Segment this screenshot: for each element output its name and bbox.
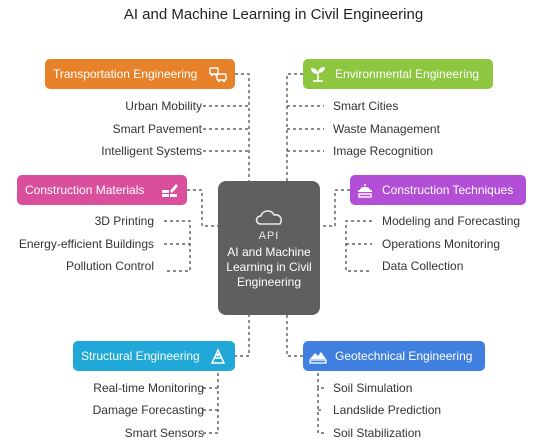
topic-environmental-engineering: Environmental Engineering (303, 59, 493, 89)
topic-geotechnical-engineering: Geotechnical Engineering (303, 341, 485, 371)
structure-icon (209, 347, 227, 365)
list-item: Damage Forecasting (92, 403, 204, 417)
central-topic: API AI and Machine Learning in Civil Eng… (218, 181, 320, 315)
list-item: Smart Sensors (124, 426, 204, 440)
list-item: Waste Management (333, 122, 440, 136)
central-topic-label: AI and Machine Learning in Civil Enginee… (226, 244, 312, 289)
diagram-title: AI and Machine Learning in Civil Enginee… (123, 6, 424, 23)
list-item: Soil Simulation (333, 381, 413, 395)
list-item: Operations Monitoring (382, 237, 501, 251)
topic-construction-materials: Construction Materials (17, 175, 187, 205)
construction-icon (356, 181, 374, 199)
topic-structural-engineering: Structural Engineering (73, 341, 235, 371)
materials-icon (161, 181, 179, 199)
api-label: API (258, 229, 280, 242)
list-item: Landslide Prediction (333, 403, 442, 417)
list-item: Urban Mobility (125, 99, 202, 113)
cloud-api-icon (252, 207, 286, 232)
list-item: Smart Cities (333, 99, 399, 113)
list-item: Modeling and Forecasting (382, 214, 521, 228)
vehicles-icon (209, 65, 227, 83)
list-item: Real-time Monitoring (93, 381, 204, 395)
list-item: Pollution Control (65, 259, 154, 273)
topic-label: Geotechnical Engineering (335, 349, 473, 363)
terrain-icon (309, 347, 327, 365)
list-item: Energy-efficient Buildings (18, 237, 154, 251)
topic-label: Construction Techniques (382, 183, 514, 197)
topic-transportation-engineering: Transportation Engineering (45, 59, 235, 89)
topic-construction-techniques: Construction Techniques (350, 175, 526, 205)
topic-label: Transportation Engineering (53, 67, 198, 81)
topic-label: Structural Engineering (81, 349, 200, 363)
list-item: Data Collection (382, 259, 464, 273)
list-item: 3D Printing (94, 214, 154, 228)
list-item: Intelligent Systems (101, 144, 202, 158)
topic-label: Construction Materials (25, 183, 145, 197)
list-item: Smart Pavement (112, 122, 202, 136)
topic-label: Environmental Engineering (335, 67, 480, 81)
list-item: Image Recognition (333, 144, 434, 158)
list-item: Soil Stabilization (333, 426, 422, 440)
plant-icon (309, 65, 327, 83)
